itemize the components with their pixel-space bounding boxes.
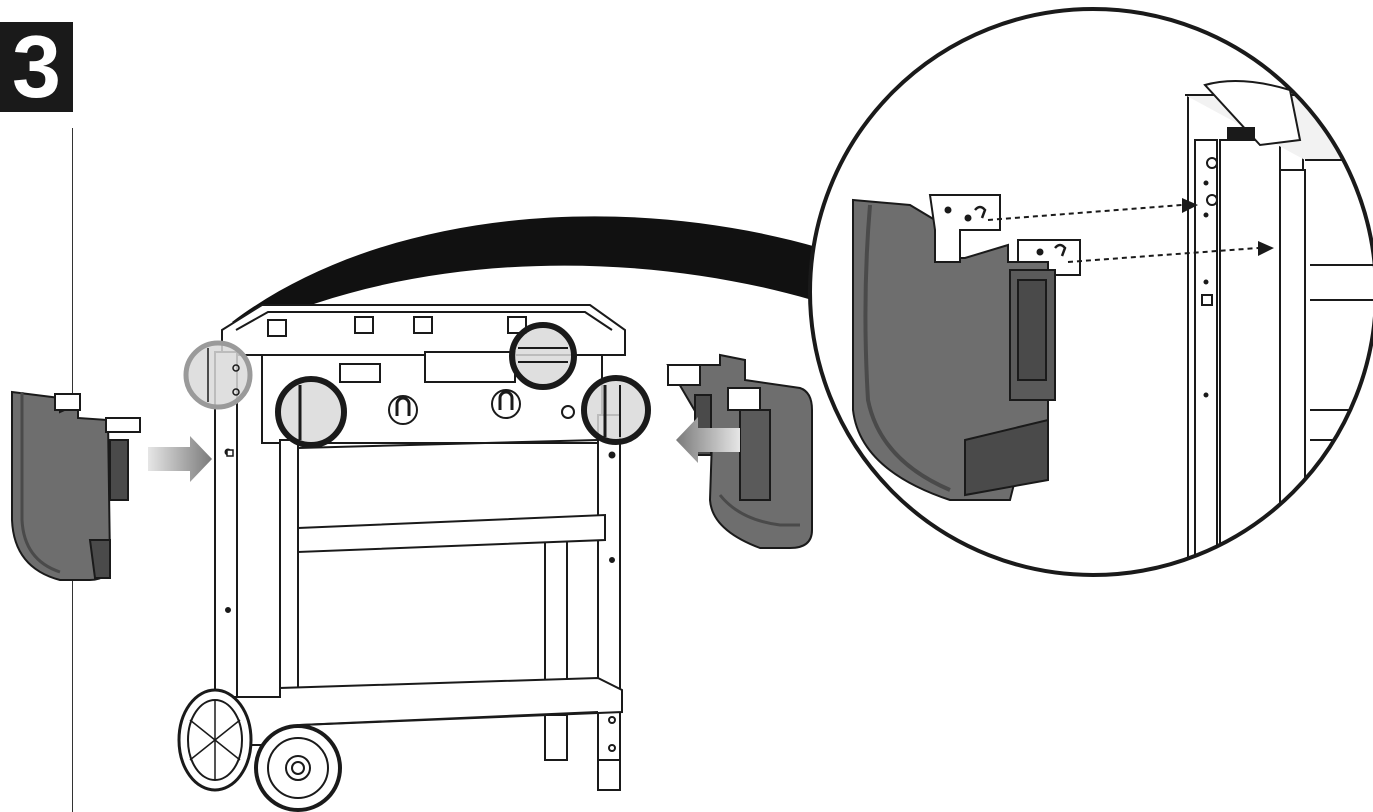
dashed-guide-arrow-lower xyxy=(1067,247,1259,263)
assembly-arrow-left xyxy=(148,436,212,482)
step-number-badge: 3 xyxy=(0,22,73,112)
side-bin-part-left xyxy=(11,390,141,581)
cart-wheels xyxy=(177,688,342,812)
dashed-guide-arrow-upper xyxy=(987,204,1183,221)
highlight-right-leg xyxy=(581,375,651,445)
cart-crossbar xyxy=(297,513,606,554)
highlight-left-top xyxy=(183,340,253,410)
knob-left xyxy=(388,395,418,425)
zoom-detail-circle xyxy=(808,7,1373,577)
assembly-arrow-right xyxy=(676,417,740,463)
leg-right-front xyxy=(597,414,621,791)
dashed-guide-arrows xyxy=(987,198,1274,263)
attachment-highlights xyxy=(183,322,651,448)
zoom-connector-swoosh xyxy=(232,216,820,330)
knob-right xyxy=(491,389,521,419)
highlight-top-right xyxy=(509,322,577,390)
step-number: 3 xyxy=(12,22,61,112)
highlight-left-panel xyxy=(275,376,347,448)
leg-left-inner xyxy=(279,439,299,731)
